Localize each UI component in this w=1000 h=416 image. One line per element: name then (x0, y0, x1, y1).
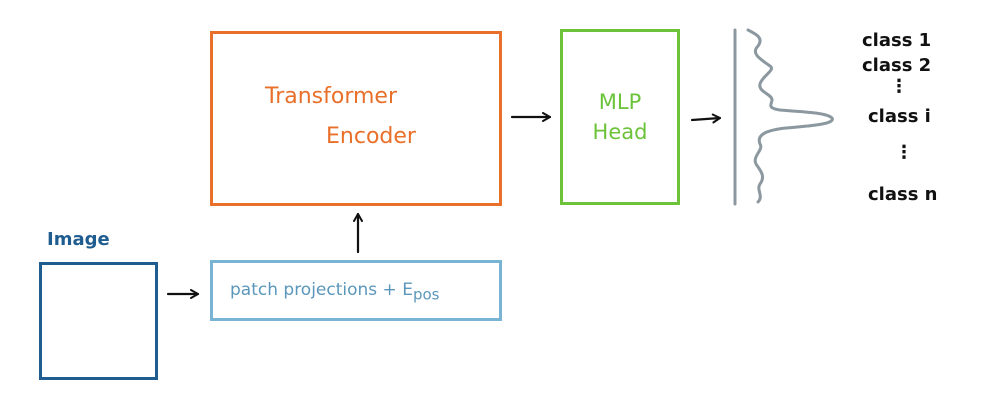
mlp-head-box (560, 29, 680, 205)
class-2-label: class 2 (862, 55, 932, 76)
image-label: Image (47, 229, 110, 250)
transformer-label: Transformer (265, 84, 398, 109)
class-n-label: class n (868, 184, 938, 205)
vertical-ellipsis-upper: ⋮ (890, 76, 908, 97)
patch-projections-text: patch projections + E (230, 280, 413, 300)
head-label: Head (592, 120, 648, 144)
patch-projections-label: patch projections + Epos (230, 280, 439, 303)
patch-projections-box (210, 260, 502, 321)
pos-subscript: pos (412, 285, 440, 304)
image-box (39, 262, 158, 380)
class-i-label: class i (868, 106, 931, 127)
mlp-label: MLP (598, 90, 642, 114)
transformer-encoder-box (210, 31, 502, 206)
arrow-mlp-to-output (690, 113, 722, 124)
class-1-label: class 1 (862, 30, 932, 51)
encoder-label: Encoder (326, 124, 416, 149)
vertical-ellipsis-lower: ⋮ (895, 142, 913, 163)
distribution-curve (746, 28, 834, 204)
